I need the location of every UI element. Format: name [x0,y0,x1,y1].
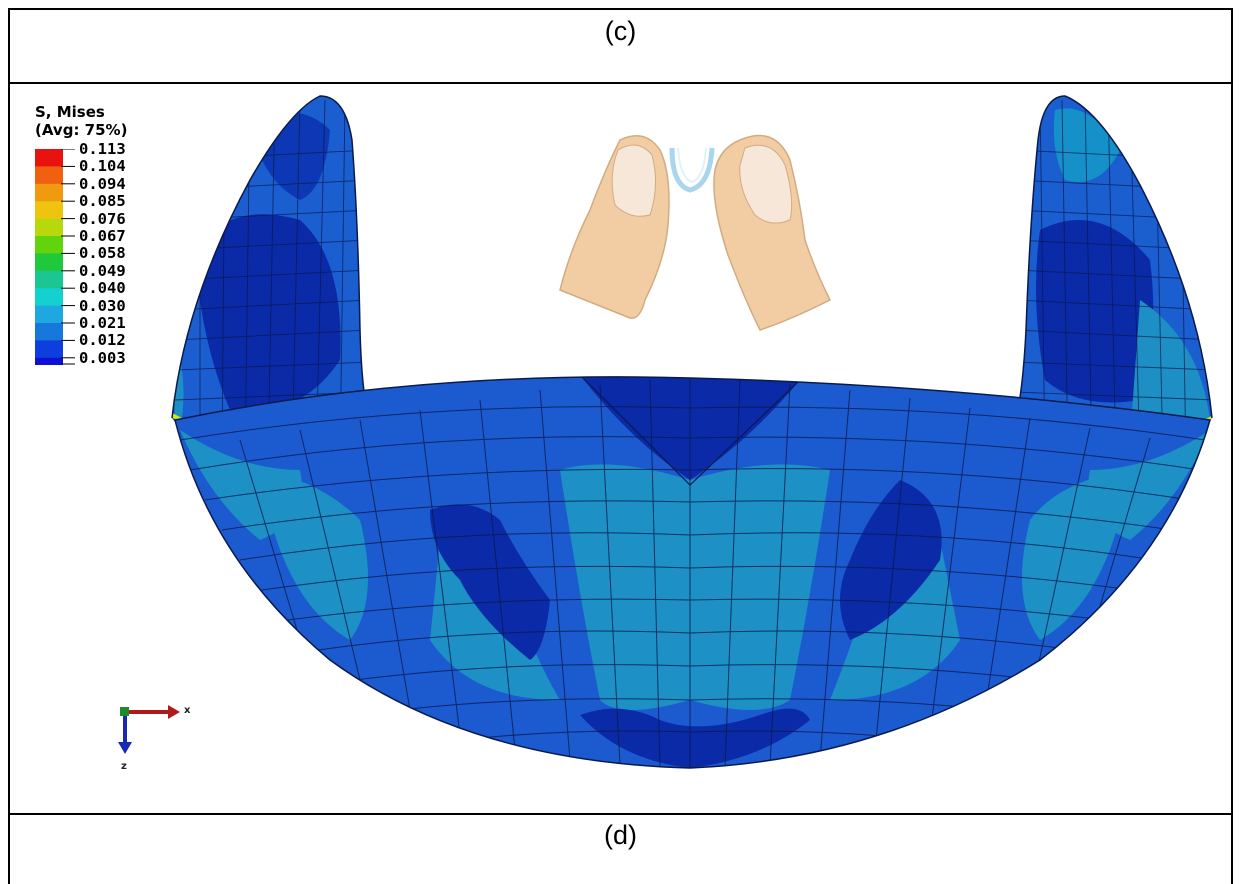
caption-c: (c) [604,16,637,46]
legend-value: 0.113 [79,140,126,158]
table-divider-2 [8,813,1233,815]
axis-x-label: x [184,705,191,716]
table-border-right [1231,8,1233,884]
legend-swatch [35,323,63,341]
legend-value: 0.094 [79,174,126,193]
legend-swatch [35,201,63,219]
legend-value: 0.058 [79,244,126,263]
legend-value: 0.012 [79,331,126,350]
axis-z-label: z [121,761,127,772]
legend-swatch [35,236,63,254]
legend-swatch [35,357,63,365]
legend-value: 0.003 [79,348,126,367]
table-border-left [8,8,10,884]
legend-title-line1: S, Mises [35,103,105,121]
table-divider-1 [8,82,1233,84]
table-border-top [8,8,1233,10]
legend-value: 0.049 [79,261,126,280]
legend-swatch [35,166,63,185]
axis-triad [118,705,180,754]
ring-illustration [669,147,715,193]
left-finger [559,135,670,319]
shell-body [175,376,1210,768]
legend-value: 0.076 [79,209,126,228]
caption-d: (d) [604,820,637,850]
legend-swatch [35,253,63,272]
right-finger [713,134,832,331]
legend-swatch [35,270,63,289]
legend-swatch [35,340,63,359]
legend-swatch [35,183,63,202]
legend-swatch [35,149,63,167]
fingers-illustration [559,134,832,331]
legend-swatch [35,218,63,237]
legend-colorbar [35,149,75,365]
legend-value: 0.030 [79,296,126,315]
legend-value: 0.085 [79,192,126,211]
legend-value: 0.104 [79,157,126,176]
legend-value: 0.067 [79,227,126,245]
legend-swatch [35,288,63,306]
legend-value: 0.021 [79,314,126,332]
legend-title-line2: (Avg: 75%) [35,121,128,139]
legend-value: 0.040 [79,279,126,298]
legend-swatch [35,305,63,324]
